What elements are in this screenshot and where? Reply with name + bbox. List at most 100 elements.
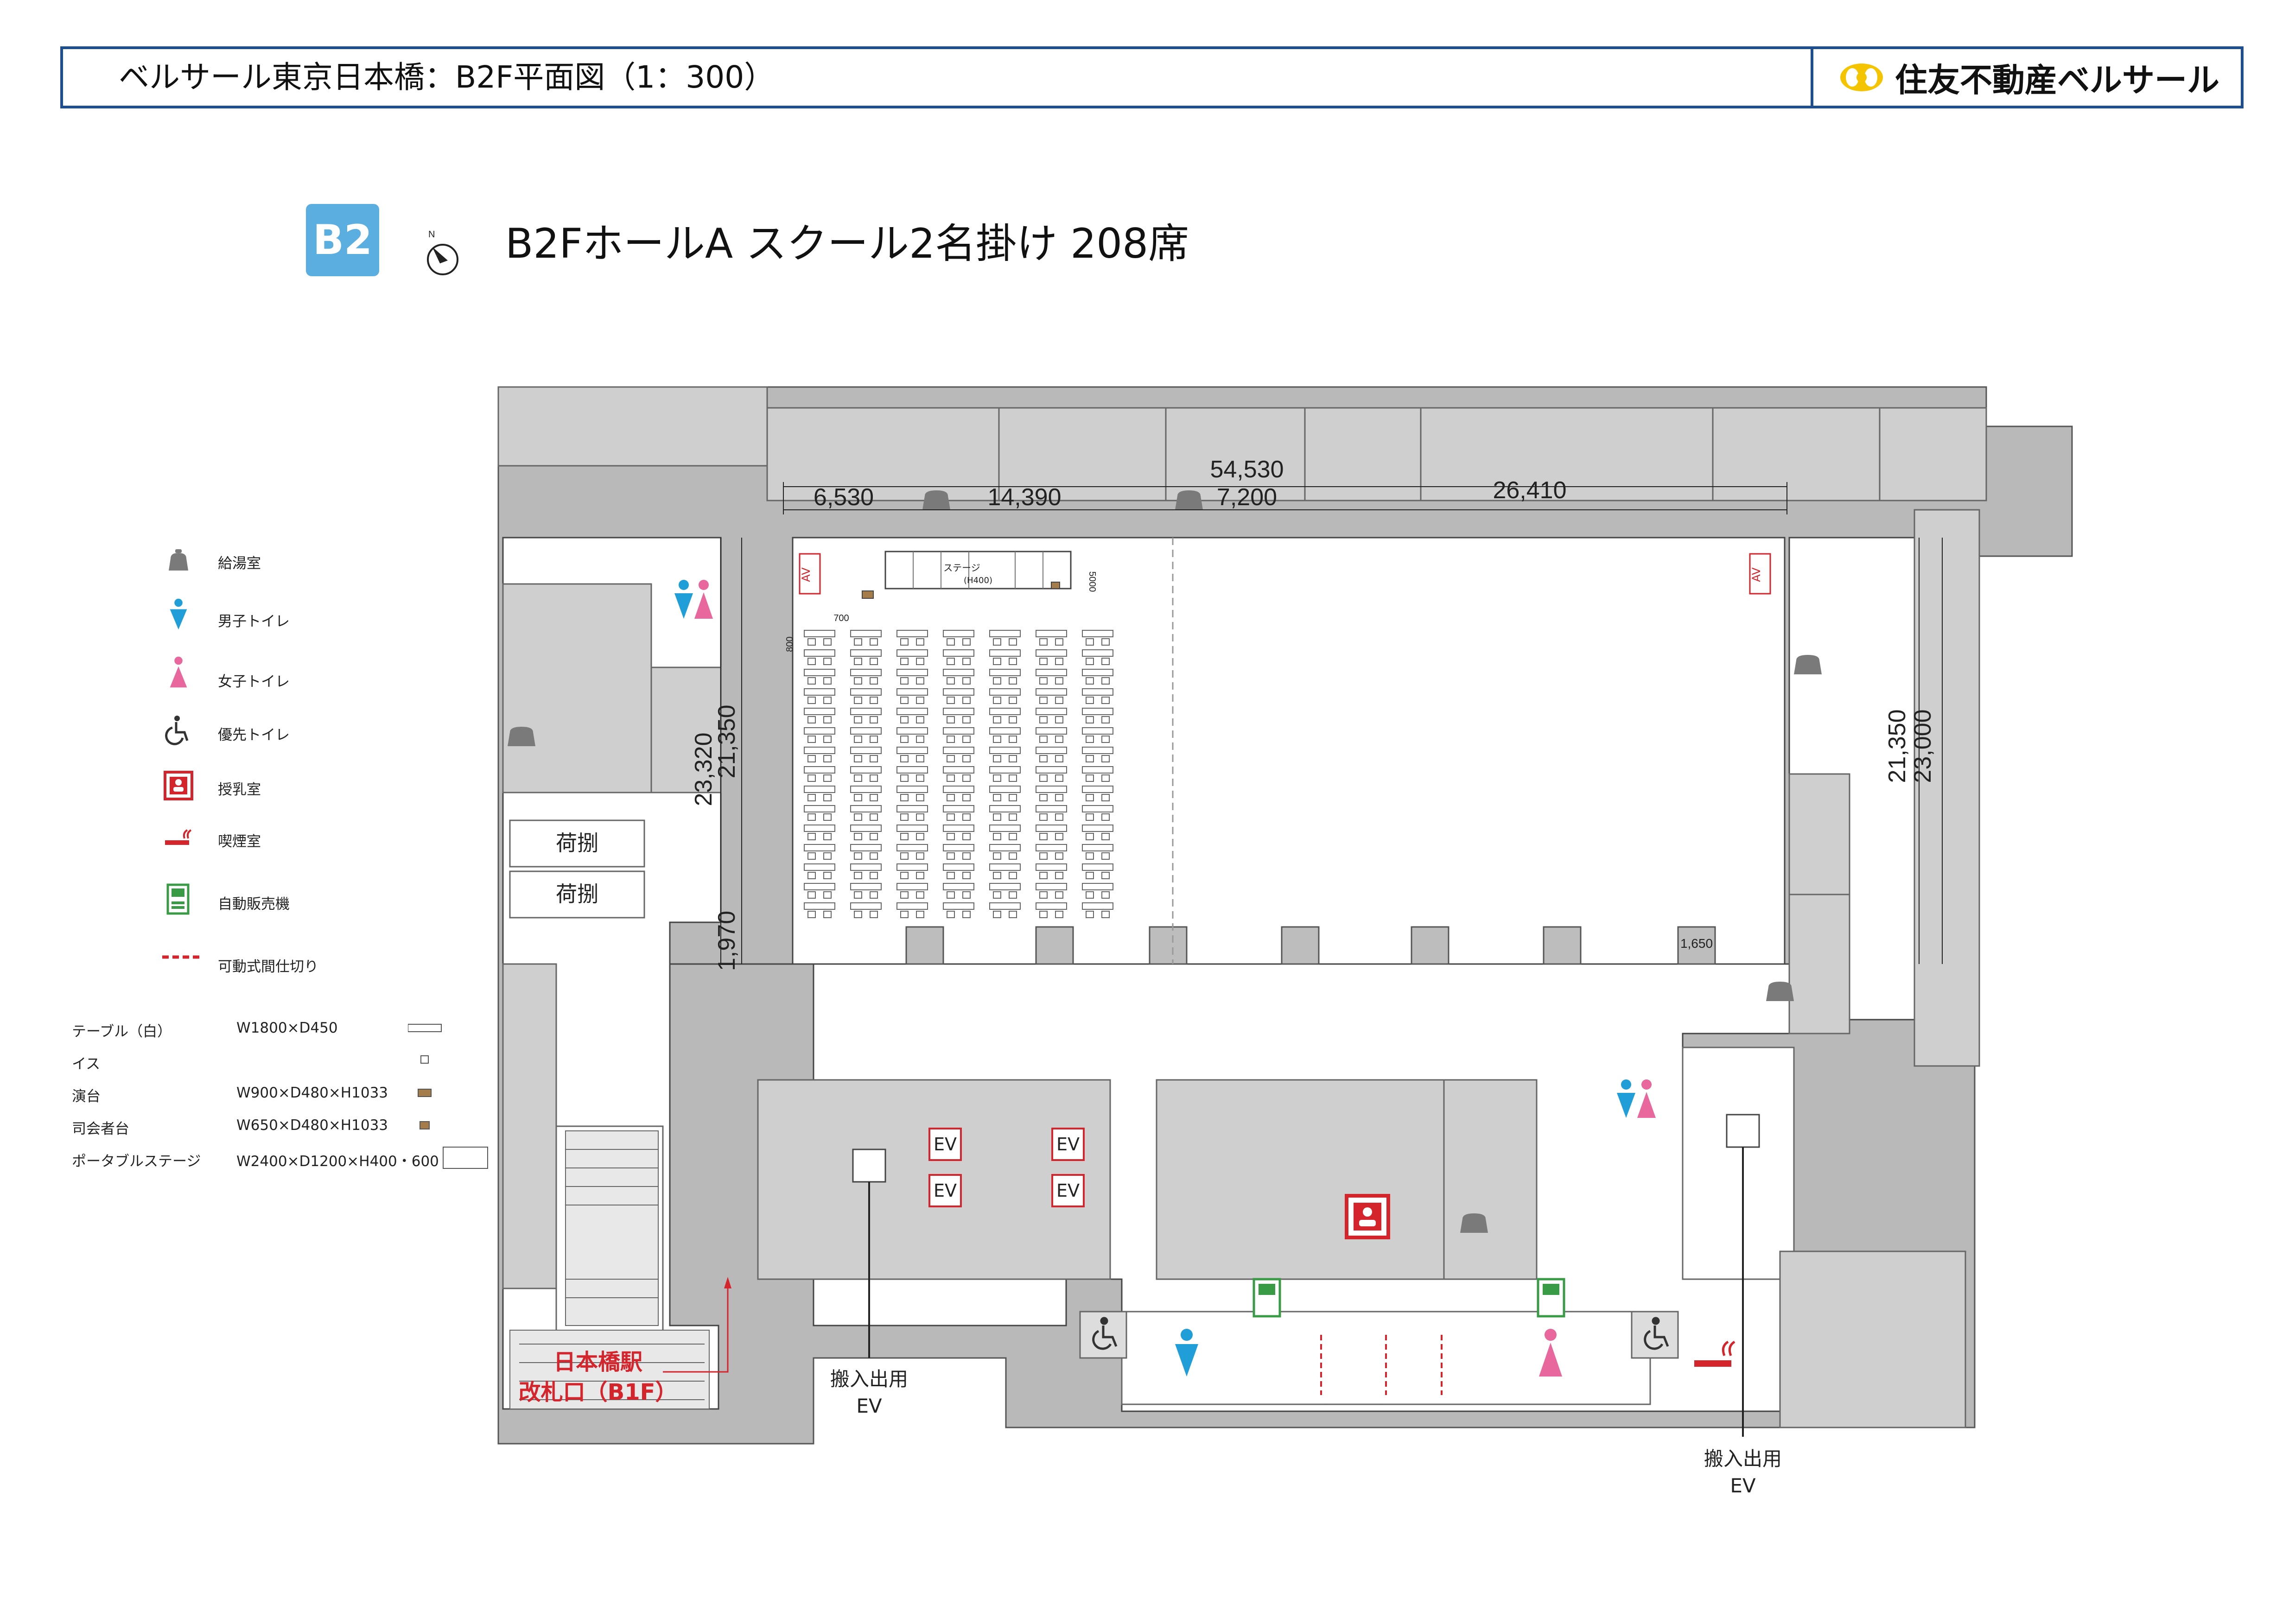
chair bbox=[1055, 736, 1063, 743]
dim-small-5000: 5000 bbox=[1087, 571, 1097, 592]
chair bbox=[1101, 794, 1110, 801]
table bbox=[1036, 630, 1067, 637]
ev-label: EV bbox=[1056, 1180, 1080, 1201]
dim-seg1: 6,530 bbox=[814, 484, 874, 511]
table bbox=[850, 747, 882, 754]
table bbox=[1036, 649, 1067, 657]
table bbox=[850, 805, 882, 812]
chair bbox=[854, 891, 862, 899]
table bbox=[804, 766, 835, 774]
chair bbox=[993, 911, 1001, 918]
chair bbox=[1055, 891, 1063, 899]
table bbox=[1082, 805, 1113, 812]
loading-bay-label-2: 荷捌 bbox=[556, 882, 598, 907]
dim-small-800: 800 bbox=[785, 636, 795, 652]
hall-a bbox=[792, 537, 1786, 965]
cargo-ev-left-line1: 搬入出用 bbox=[830, 1368, 908, 1390]
table bbox=[1082, 902, 1113, 910]
cargo-ev-right-line2: EV bbox=[1730, 1474, 1756, 1497]
chair bbox=[1039, 658, 1048, 665]
chair bbox=[1086, 658, 1094, 665]
spec-size: W1800×D450 bbox=[236, 1020, 338, 1036]
chair bbox=[1039, 697, 1048, 704]
table bbox=[1036, 883, 1067, 890]
chair bbox=[916, 697, 924, 704]
chair bbox=[854, 872, 862, 879]
chair bbox=[1101, 736, 1110, 743]
table bbox=[896, 688, 928, 696]
chair bbox=[1055, 794, 1063, 801]
stage bbox=[884, 551, 1072, 590]
chair bbox=[870, 891, 878, 899]
chair bbox=[947, 755, 955, 762]
table bbox=[896, 727, 928, 735]
spec-size: W900×D480×H1033 bbox=[236, 1085, 388, 1101]
chair bbox=[1086, 891, 1094, 899]
chair bbox=[900, 872, 909, 879]
chair bbox=[870, 638, 878, 646]
table bbox=[804, 649, 835, 657]
chair bbox=[1055, 697, 1063, 704]
chair bbox=[947, 677, 955, 685]
chair bbox=[962, 911, 971, 918]
chair bbox=[993, 716, 1001, 723]
table bbox=[943, 902, 974, 910]
chair bbox=[962, 833, 971, 840]
chair bbox=[807, 911, 816, 918]
chair bbox=[1101, 755, 1110, 762]
table bbox=[804, 747, 835, 754]
chair bbox=[916, 911, 924, 918]
table bbox=[1036, 669, 1067, 676]
chair bbox=[870, 736, 878, 743]
chair bbox=[1009, 813, 1017, 821]
chair bbox=[962, 697, 971, 704]
table bbox=[943, 669, 974, 676]
chair bbox=[962, 794, 971, 801]
table bbox=[989, 766, 1021, 774]
table bbox=[896, 786, 928, 793]
chair bbox=[947, 697, 955, 704]
chair bbox=[1086, 697, 1094, 704]
table bbox=[989, 669, 1021, 676]
chair bbox=[947, 794, 955, 801]
elevator-3 bbox=[1051, 1128, 1085, 1161]
chair bbox=[993, 677, 1001, 685]
chair bbox=[916, 677, 924, 685]
table bbox=[896, 708, 928, 715]
stage-grid bbox=[913, 552, 1043, 589]
table bbox=[896, 902, 928, 910]
chair bbox=[993, 774, 1001, 782]
table bbox=[1082, 649, 1113, 657]
chair bbox=[1055, 755, 1063, 762]
cargo-ev-right-line1: 搬入出用 bbox=[1704, 1447, 1782, 1470]
dim-small-700: 700 bbox=[833, 613, 849, 623]
table bbox=[1036, 863, 1067, 871]
chair bbox=[1009, 736, 1017, 743]
station-label-line1: 日本橋駅 bbox=[553, 1349, 642, 1375]
chair bbox=[962, 813, 971, 821]
chair bbox=[1009, 833, 1017, 840]
chair bbox=[870, 774, 878, 782]
lectern-swatch bbox=[418, 1089, 432, 1097]
table bbox=[1082, 669, 1113, 676]
chair bbox=[993, 736, 1001, 743]
chair bbox=[854, 658, 862, 665]
chair bbox=[900, 658, 909, 665]
chair bbox=[1039, 794, 1048, 801]
chair bbox=[900, 716, 909, 723]
chair bbox=[962, 716, 971, 723]
table bbox=[1036, 786, 1067, 793]
chair bbox=[1009, 658, 1017, 665]
table bbox=[850, 883, 882, 890]
chair bbox=[807, 638, 816, 646]
table bbox=[804, 727, 835, 735]
chair bbox=[947, 658, 955, 665]
wheelchair-icon bbox=[1631, 1311, 1679, 1359]
chair bbox=[1039, 852, 1048, 860]
table bbox=[1082, 708, 1113, 715]
table bbox=[850, 766, 882, 774]
legend-label-male: 男子トイレ bbox=[218, 613, 290, 630]
table bbox=[896, 805, 928, 812]
chair bbox=[1055, 774, 1063, 782]
